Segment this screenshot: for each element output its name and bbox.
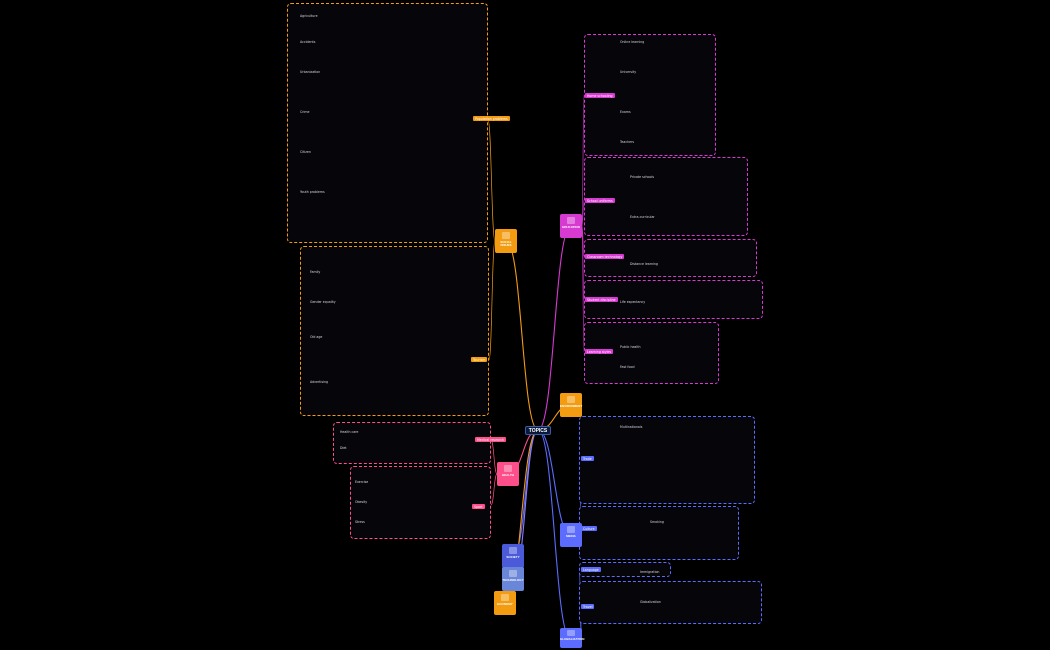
branch-media-label: MEDIA bbox=[566, 534, 576, 538]
branch-social-issues[interactable]: SOCIAL ISSUES bbox=[495, 229, 517, 253]
leaf-node[interactable]: Fast food bbox=[620, 365, 635, 369]
leaf-node[interactable]: Stress bbox=[355, 520, 365, 524]
globalization-2-label[interactable]: Culture bbox=[581, 526, 597, 532]
leaf-node[interactable]: Globalization bbox=[640, 600, 661, 604]
leaf-node[interactable]: Obesity bbox=[355, 500, 368, 504]
branch-social-issues-label: SOCIAL ISSUES bbox=[500, 240, 512, 248]
education-2-label[interactable]: School uniforms bbox=[585, 198, 615, 204]
globalization-frame-1 bbox=[579, 416, 755, 504]
frame-connector bbox=[581, 94, 585, 227]
branch-technology-label: TECHNOLOGY bbox=[502, 578, 524, 582]
leaf-node[interactable]: Advertising bbox=[310, 380, 329, 384]
branch-environment[interactable]: ENVIRONMENT bbox=[560, 393, 582, 417]
leaf-node[interactable]: Crime bbox=[300, 110, 310, 114]
leaf-node[interactable]: Private schools bbox=[630, 175, 655, 179]
branch-society[interactable]: SOCIETY bbox=[502, 544, 524, 568]
branch-connector bbox=[512, 429, 539, 557]
leaf-node[interactable]: Extra-curricular bbox=[630, 215, 655, 219]
education-frame-2 bbox=[584, 157, 748, 236]
central-topic-label: TOPICS bbox=[528, 428, 548, 434]
heart-icon bbox=[504, 465, 512, 472]
leaf-node[interactable]: Smoking bbox=[650, 520, 664, 524]
leaf-node[interactable]: Health care bbox=[340, 430, 359, 434]
group-icon bbox=[509, 547, 517, 554]
branch-economy[interactable]: ECONOMY bbox=[494, 591, 516, 615]
branch-education[interactable]: EDUCATION bbox=[560, 214, 582, 238]
leaf-node[interactable]: Multinationals bbox=[620, 425, 643, 429]
leaf-node[interactable]: Life expectancy bbox=[620, 300, 646, 304]
chip-icon bbox=[509, 570, 517, 577]
leaf-node[interactable]: Exercise bbox=[355, 480, 369, 484]
branch-technology[interactable]: TECHNOLOGY bbox=[502, 567, 524, 591]
leaf-node[interactable]: Old age bbox=[310, 335, 323, 339]
health-frame-bottom bbox=[350, 466, 491, 539]
frame-connector bbox=[490, 473, 498, 506]
social-top-label[interactable]: Population problems bbox=[473, 116, 510, 122]
people-icon bbox=[502, 232, 510, 239]
globalization-3-label[interactable]: Language bbox=[581, 567, 601, 573]
education-5-label[interactable]: Learning styles bbox=[585, 349, 614, 355]
education-4-label[interactable]: Student discipline bbox=[585, 297, 618, 303]
branch-economy-label: ECONOMY bbox=[497, 602, 513, 606]
leaf-node[interactable]: Public health bbox=[620, 345, 641, 349]
leaf-node[interactable]: Diet bbox=[340, 446, 347, 450]
leaf-node[interactable]: Gender equality bbox=[310, 300, 336, 304]
leaf-node[interactable]: Urbanization bbox=[300, 70, 321, 74]
central-topic[interactable]: TOPICS bbox=[525, 426, 551, 435]
branch-society-label: SOCIETY bbox=[506, 555, 520, 559]
leaf-node[interactable]: Accidents bbox=[300, 40, 316, 44]
leaf-node[interactable]: University bbox=[620, 70, 637, 74]
leaf-node[interactable]: Family bbox=[310, 270, 321, 274]
tv-icon bbox=[567, 526, 575, 533]
frame-connector bbox=[487, 119, 496, 242]
globalization-1-label[interactable]: Trade bbox=[581, 456, 594, 462]
globalization-frame-2 bbox=[579, 506, 739, 560]
leaf-node[interactable]: Distance learning bbox=[630, 262, 658, 266]
social-mid-label[interactable]: Tourism bbox=[471, 357, 488, 363]
leaf-node[interactable]: Teachers bbox=[620, 140, 635, 144]
health-top-label[interactable]: Medical research bbox=[475, 437, 507, 443]
social-issues-frame-top bbox=[287, 3, 488, 243]
leaf-node[interactable]: Youth problems bbox=[300, 190, 325, 194]
globalization-frame-4 bbox=[579, 581, 762, 624]
frame-connector bbox=[488, 240, 496, 361]
branch-environment-label: ENVIRONMENT bbox=[560, 404, 583, 408]
leaf-node[interactable]: Online learning bbox=[620, 40, 645, 44]
branch-globalization-label: GLOBALIZATION bbox=[560, 637, 585, 641]
leaf-node[interactable]: Citizen bbox=[300, 150, 311, 154]
health-bottom-label[interactable]: Sport bbox=[472, 504, 485, 510]
frame-connector bbox=[581, 199, 585, 227]
globe-icon bbox=[567, 630, 575, 636]
frame-connector bbox=[581, 225, 585, 353]
leaf-node[interactable]: Exams bbox=[620, 110, 631, 114]
branch-education-label: EDUCATION bbox=[562, 225, 580, 229]
branch-connector bbox=[505, 240, 539, 431]
branch-connector bbox=[537, 429, 572, 536]
education-3-label[interactable]: Classroom technology bbox=[585, 254, 625, 260]
graduation-cap-icon bbox=[567, 217, 575, 224]
leaf-node[interactable]: Immigration bbox=[640, 570, 660, 574]
globalization-frame-3 bbox=[579, 562, 671, 577]
coins-icon bbox=[501, 594, 509, 601]
book-icon bbox=[567, 396, 575, 403]
health-frame-top bbox=[333, 422, 491, 464]
branch-health-label: HEALTH bbox=[502, 473, 514, 477]
branch-media[interactable]: MEDIA bbox=[560, 523, 582, 547]
social-issues-frame-mid bbox=[300, 246, 489, 416]
branch-health[interactable]: HEALTH bbox=[497, 462, 519, 486]
education-1-label[interactable]: Home schooling bbox=[585, 93, 615, 99]
leaf-node[interactable]: Agriculture bbox=[300, 14, 318, 18]
branch-globalization[interactable]: GLOBALIZATION bbox=[560, 628, 585, 648]
globalization-4-label[interactable]: Travel bbox=[581, 604, 595, 610]
